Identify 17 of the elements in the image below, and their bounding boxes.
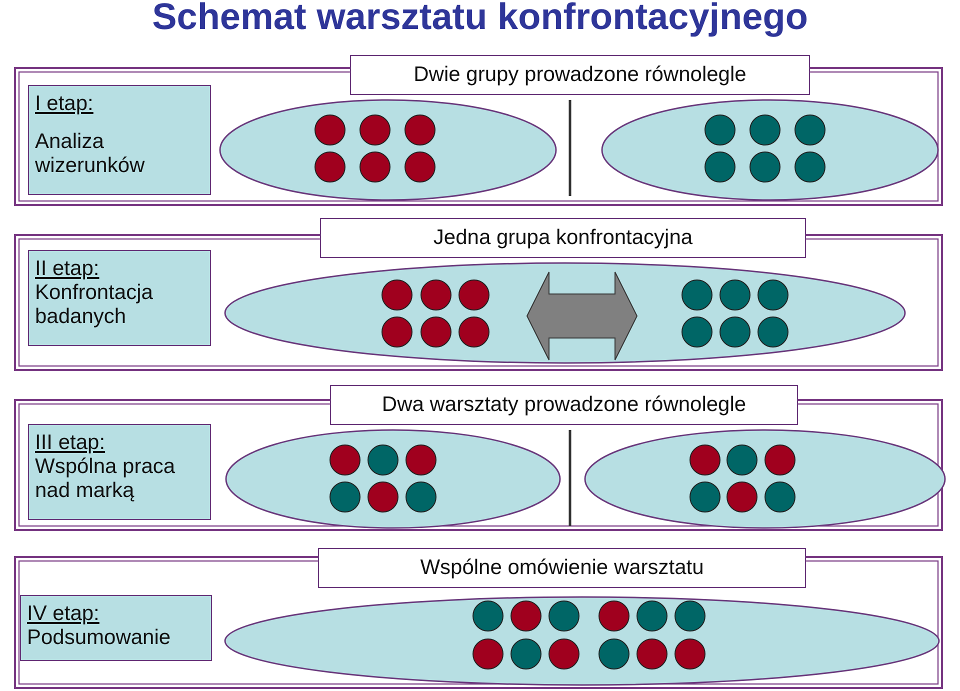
stage-description: Wspólna praca nad marką xyxy=(35,455,176,503)
stage-box xyxy=(28,85,211,195)
stage-label: II etap: xyxy=(35,257,100,281)
section-heading: Wspólne omówienie warsztatu xyxy=(318,548,806,588)
stage-box xyxy=(28,250,211,346)
section-heading: Jedna grupa konfrontacyjna xyxy=(320,218,806,258)
stage-description: Podsumowanie xyxy=(27,626,172,650)
title: Schemat warsztatu konfrontacyjnego xyxy=(151,0,809,38)
stage-description: Analiza wizerunków xyxy=(35,130,146,178)
stage-label: III etap: xyxy=(35,431,106,455)
stage-description: Konfrontacja badanych xyxy=(35,281,154,329)
stage-box xyxy=(28,424,211,520)
stage-box xyxy=(20,595,212,661)
section-heading: Dwa warsztaty prowadzone równolegle xyxy=(330,385,798,425)
stage-label: IV etap: xyxy=(27,602,100,626)
section-heading: Dwie grupy prowadzone równolegle xyxy=(350,55,810,95)
stage-label: I etap: xyxy=(35,92,94,116)
